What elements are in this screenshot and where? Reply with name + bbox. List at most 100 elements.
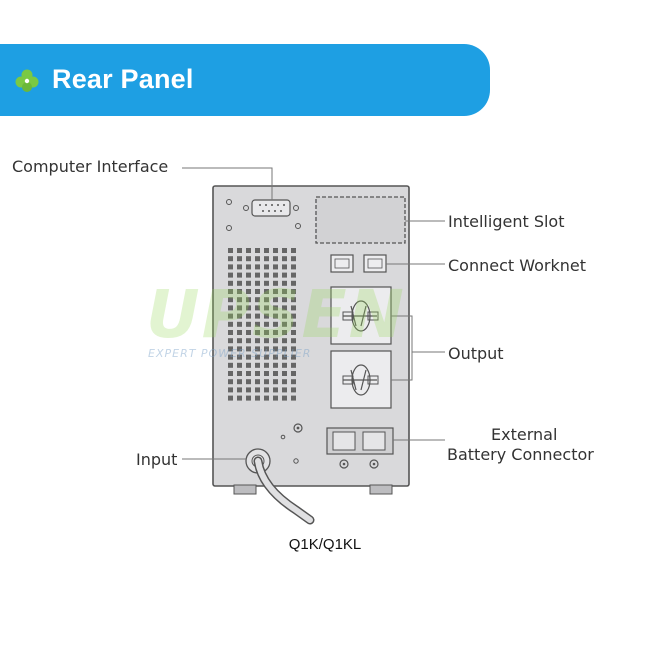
vent-hole bbox=[291, 338, 296, 344]
vent-hole bbox=[264, 379, 269, 385]
vent-hole bbox=[282, 313, 287, 319]
vent-hole bbox=[264, 387, 269, 393]
vent-hole bbox=[237, 248, 242, 253]
vent-hole bbox=[282, 256, 287, 262]
vent-hole bbox=[273, 371, 278, 376]
vent-hole bbox=[237, 379, 242, 385]
vent-hole bbox=[237, 338, 242, 344]
vent-hole bbox=[228, 264, 233, 270]
vent-hole bbox=[237, 297, 242, 303]
vent-hole bbox=[264, 362, 269, 368]
vent-hole bbox=[273, 346, 278, 352]
vent-hole bbox=[291, 346, 296, 352]
vent-hole bbox=[264, 346, 269, 352]
vent-hole bbox=[255, 289, 260, 294]
vent-hole bbox=[246, 330, 251, 335]
section-title: Rear Panel bbox=[52, 64, 194, 94]
vent-hole bbox=[273, 256, 278, 262]
vent-hole bbox=[228, 297, 233, 303]
vent-hole bbox=[264, 395, 269, 401]
vent-hole bbox=[255, 395, 260, 401]
vent-hole bbox=[273, 272, 278, 278]
vent-hole bbox=[237, 272, 242, 278]
vent-hole bbox=[282, 379, 287, 385]
vent-hole bbox=[255, 321, 260, 327]
vent-hole bbox=[255, 379, 260, 385]
vent-hole bbox=[282, 297, 287, 303]
vent-hole bbox=[255, 305, 260, 311]
vent-hole bbox=[273, 379, 278, 385]
vent-hole bbox=[228, 338, 233, 344]
vent-hole bbox=[246, 256, 251, 262]
vent-hole bbox=[282, 346, 287, 352]
vent-hole bbox=[291, 256, 296, 262]
vent-hole bbox=[228, 371, 233, 376]
vent-hole bbox=[291, 354, 296, 360]
vent-hole bbox=[291, 330, 296, 335]
vent-hole bbox=[246, 362, 251, 368]
output-socket-top-icon bbox=[330, 286, 392, 345]
vent-hole bbox=[282, 387, 287, 393]
vent-hole bbox=[264, 256, 269, 262]
vent-hole bbox=[264, 297, 269, 303]
vent-hole bbox=[291, 264, 296, 270]
ups-foot-left bbox=[233, 484, 257, 495]
vent-hole bbox=[264, 289, 269, 294]
vent-hole bbox=[255, 248, 260, 253]
vent-hole bbox=[255, 362, 260, 368]
vent-hole bbox=[246, 313, 251, 319]
vent-hole bbox=[246, 338, 251, 344]
vent-hole bbox=[291, 248, 296, 253]
vent-hole bbox=[246, 354, 251, 360]
vent-hole bbox=[237, 346, 242, 352]
ups-foot-right bbox=[369, 484, 393, 495]
vent-hole bbox=[291, 297, 296, 303]
vent-hole bbox=[282, 371, 287, 376]
power-cord-icon bbox=[245, 448, 315, 525]
vent-hole bbox=[228, 272, 233, 278]
vent-hole bbox=[282, 289, 287, 294]
vent-hole bbox=[273, 354, 278, 360]
vent-hole bbox=[291, 272, 296, 278]
vent-hole bbox=[228, 354, 233, 360]
vent-hole bbox=[282, 330, 287, 335]
vent-hole bbox=[273, 313, 278, 319]
vent-hole bbox=[228, 248, 233, 253]
vent-hole bbox=[237, 305, 242, 311]
vent-hole bbox=[228, 379, 233, 385]
vent-hole bbox=[246, 280, 251, 286]
vent-hole bbox=[228, 280, 233, 286]
vent-hole bbox=[255, 297, 260, 303]
rj45-ports-icon bbox=[330, 254, 387, 273]
vent-hole bbox=[291, 280, 296, 286]
vent-hole bbox=[282, 264, 287, 270]
vent-hole bbox=[264, 280, 269, 286]
vent-hole bbox=[246, 321, 251, 327]
vent-hole bbox=[273, 387, 278, 393]
output-socket-bottom-icon bbox=[330, 350, 392, 409]
vent-hole bbox=[228, 313, 233, 319]
vent-hole bbox=[264, 354, 269, 360]
ventilation-grid bbox=[228, 248, 296, 401]
header-bar: Rear Panel bbox=[0, 44, 490, 116]
leader-lines bbox=[182, 167, 445, 460]
vent-hole bbox=[228, 330, 233, 335]
watermark-tagline: EXPERT POWER SUPPLIER bbox=[148, 347, 312, 360]
vent-hole bbox=[264, 313, 269, 319]
vent-hole bbox=[273, 330, 278, 335]
vent-hole bbox=[291, 313, 296, 319]
vent-hole bbox=[246, 289, 251, 294]
vent-hole bbox=[237, 362, 242, 368]
vent-hole bbox=[255, 280, 260, 286]
vent-hole bbox=[282, 305, 287, 311]
vent-hole bbox=[246, 272, 251, 278]
vent-hole bbox=[246, 346, 251, 352]
vent-hole bbox=[273, 297, 278, 303]
vent-hole bbox=[237, 321, 242, 327]
vent-hole bbox=[228, 321, 233, 327]
vent-hole bbox=[246, 248, 251, 253]
vent-hole bbox=[282, 338, 287, 344]
model-caption: Q1K/Q1KL bbox=[288, 536, 362, 553]
vent-hole bbox=[291, 395, 296, 401]
